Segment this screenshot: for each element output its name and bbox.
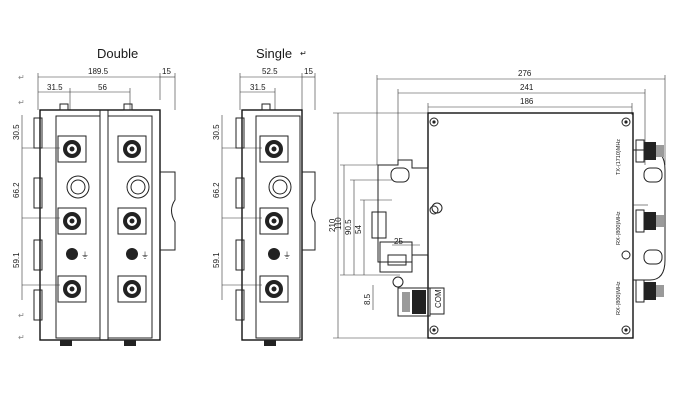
paragraph-mark: ↵ — [300, 49, 307, 58]
side-dim-d2: 8.5 — [363, 293, 372, 305]
svg-text:↵: ↵ — [18, 73, 25, 82]
svg-text:⏚: ⏚ — [283, 251, 291, 260]
single-dim-v1: 30.5 — [212, 124, 221, 140]
single-dim-v2: 66.2 — [212, 182, 221, 198]
double-left-connectors: ⏚ — [57, 135, 90, 303]
double-dim-center-pitch: 56 — [98, 83, 107, 92]
side-dim-height: 210 — [328, 218, 337, 232]
single-dim-overall-width: 52.5 — [262, 67, 278, 76]
side-dim-w3: 186 — [520, 97, 534, 106]
double-view-title: Double — [97, 46, 138, 61]
double-dim-overall-width: 189.5 — [88, 67, 109, 76]
svg-text:↵: ↵ — [18, 98, 25, 107]
double-view: 189.5 15 31.5 56 30.5 66.2 59.1 — [12, 67, 176, 346]
single-view-title: Single — [256, 46, 292, 61]
side-dim-d1: 25 — [394, 237, 403, 246]
svg-text:⏚: ⏚ — [81, 251, 89, 260]
svg-text:⏚: ⏚ — [141, 251, 149, 260]
side-label-port1: TX-(1710)MHz — [616, 139, 622, 175]
single-view: 52.5 15 31.5 30.5 66.2 59.1 ⏚ — [212, 67, 316, 346]
double-right-connectors: ⏚ — [117, 135, 150, 303]
side-view: 276 241 186 210 110 90.5 54 — [328, 69, 666, 339]
double-dim-v2: 66.2 — [12, 182, 21, 198]
side-dim-h1: 110 — [334, 217, 343, 230]
side-label-port3: RX-(800)MHz — [616, 281, 622, 315]
side-dim-h3: 54 — [354, 225, 363, 234]
side-dim-w1: 276 — [518, 69, 532, 78]
side-label-connector: COM — [434, 289, 443, 308]
margin-marks: ↵ ↵ ↵ ↵ — [18, 73, 25, 342]
double-dim-v3: 59.1 — [12, 252, 21, 268]
double-dim-center-left: 31.5 — [47, 83, 63, 92]
double-dim-v1: 30.5 — [12, 124, 21, 140]
side-label-port2: RX-(800)MHz — [616, 211, 622, 245]
svg-text:↵: ↵ — [18, 333, 25, 342]
single-connectors: ⏚ — [259, 135, 292, 303]
single-dim-center-left: 31.5 — [250, 83, 266, 92]
side-dim-w2: 241 — [520, 83, 534, 92]
side-dim-h2: 90.5 — [344, 219, 353, 235]
single-dim-v3: 59.1 — [212, 252, 221, 268]
com-connector: COM — [397, 287, 445, 317]
right-port-connectors — [635, 139, 664, 303]
single-dim-side-depth: 15 — [304, 67, 313, 76]
double-dim-side-depth: 15 — [162, 67, 171, 76]
svg-text:↵: ↵ — [18, 311, 25, 320]
